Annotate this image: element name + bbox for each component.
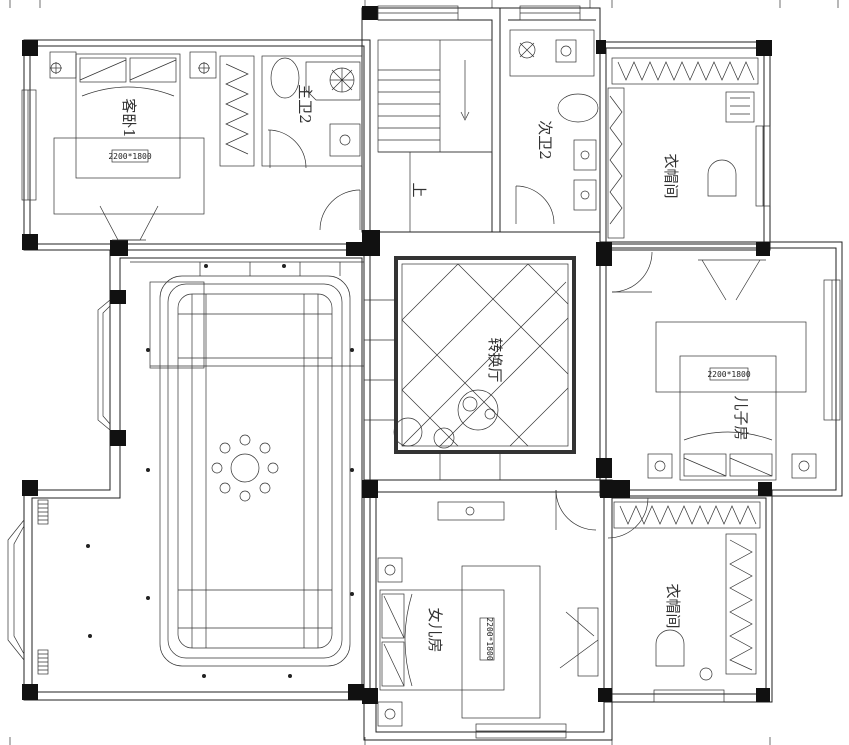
room-label-daughter-room: 女儿房	[426, 607, 444, 652]
windows	[7, 5, 841, 739]
living-ceiling-void	[130, 261, 364, 667]
closet-top-right: 衣帽间	[607, 57, 759, 239]
columns	[22, 6, 772, 704]
daughter-bed	[379, 589, 505, 691]
master-bath-2: 主卫2	[261, 55, 363, 169]
chair-icon	[707, 159, 737, 197]
guest-bed	[75, 53, 181, 179]
closet-bottom-right: 衣帽间	[607, 497, 761, 681]
son-bed	[679, 355, 777, 481]
chair-icon	[655, 629, 685, 667]
staircase	[377, 39, 493, 232]
son-bed-dim: 2200*1800	[707, 370, 751, 379]
chandelier-icon	[230, 453, 260, 483]
round-table-icon	[457, 389, 499, 431]
son-room: 2200*1800 儿子房	[611, 251, 817, 481]
room-label-son-room: 儿子房	[732, 395, 750, 440]
room-label-closet-top-right: 衣帽间	[662, 153, 680, 198]
room-label-master-bath-2: 主卫2	[296, 84, 314, 124]
daughter-bed-dim: 2200*1800	[485, 617, 494, 661]
daughter-room: 2200*1800 女儿房	[377, 489, 599, 727]
stair-up-label: 上	[410, 182, 428, 197]
room-label-transition-hall: 转换厅	[486, 337, 504, 382]
sink-icon	[555, 39, 577, 63]
guest-bedroom-1: 2200*1800 客卧1	[49, 51, 255, 241]
room-label-second-bath-2: 次卫2	[536, 120, 554, 160]
radiators	[37, 499, 49, 675]
room-label-closet-bottom-right: 衣帽间	[664, 583, 682, 628]
door-swing	[319, 189, 361, 231]
shower-icon	[518, 41, 536, 59]
transition-hall: 转换厅	[364, 256, 576, 480]
guest-wardrobe	[219, 55, 255, 167]
second-bath-2: 次卫2	[509, 29, 599, 225]
guest-bed-dim: 2200*1800	[108, 152, 152, 161]
downlights	[86, 264, 354, 678]
toilet-icon	[557, 93, 599, 123]
top-dimension-ticks	[9, 0, 839, 745]
room-label-guest-bedroom-1: 客卧1	[120, 98, 138, 138]
toilet-icon	[270, 57, 300, 99]
